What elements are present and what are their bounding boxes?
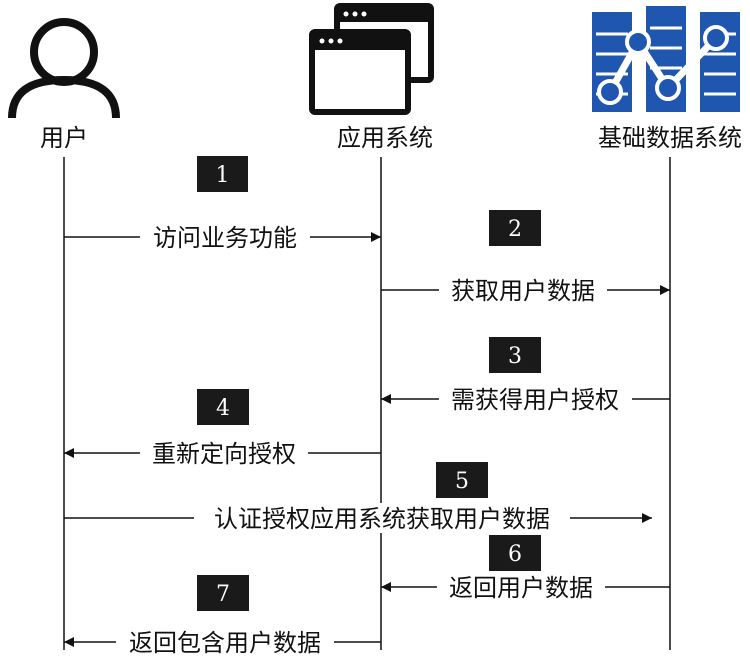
app-windows-icon <box>309 3 434 115</box>
step-badge-5: 5 <box>436 462 488 498</box>
svg-text:5: 5 <box>455 469 469 494</box>
message-label-2: 获取用户数据 <box>451 277 595 305</box>
message-label-4: 重新定向授权 <box>152 440 296 468</box>
message-label-1: 访问业务功能 <box>153 224 297 252</box>
user-icon <box>8 18 120 119</box>
step-badge-7: 7 <box>197 575 249 611</box>
message-label-7: 返回包含用户数据 <box>129 629 321 657</box>
message-label-5: 认证授权应用系统获取用户数据 <box>214 505 550 533</box>
step-badge-2: 2 <box>489 210 541 246</box>
svg-text:3: 3 <box>508 344 522 369</box>
step-badge-1: 1 <box>197 156 248 192</box>
database-server-icon <box>592 6 740 112</box>
actor-label-base: 基础数据系统 <box>598 124 742 152</box>
actor-label-user: 用户 <box>40 124 88 152</box>
message-label-3: 需获得用户授权 <box>451 386 619 414</box>
svg-text:2: 2 <box>508 217 522 242</box>
message-label-6: 返回用户数据 <box>449 574 593 602</box>
svg-text:6: 6 <box>508 542 522 567</box>
step-badge-3: 3 <box>489 337 541 373</box>
svg-text:1: 1 <box>216 163 230 188</box>
actor-label-app: 应用系统 <box>337 124 433 152</box>
step-badge-6: 6 <box>489 535 541 571</box>
svg-text:4: 4 <box>216 396 230 421</box>
step-badge-4: 4 <box>197 389 249 425</box>
svg-text:7: 7 <box>216 582 230 607</box>
